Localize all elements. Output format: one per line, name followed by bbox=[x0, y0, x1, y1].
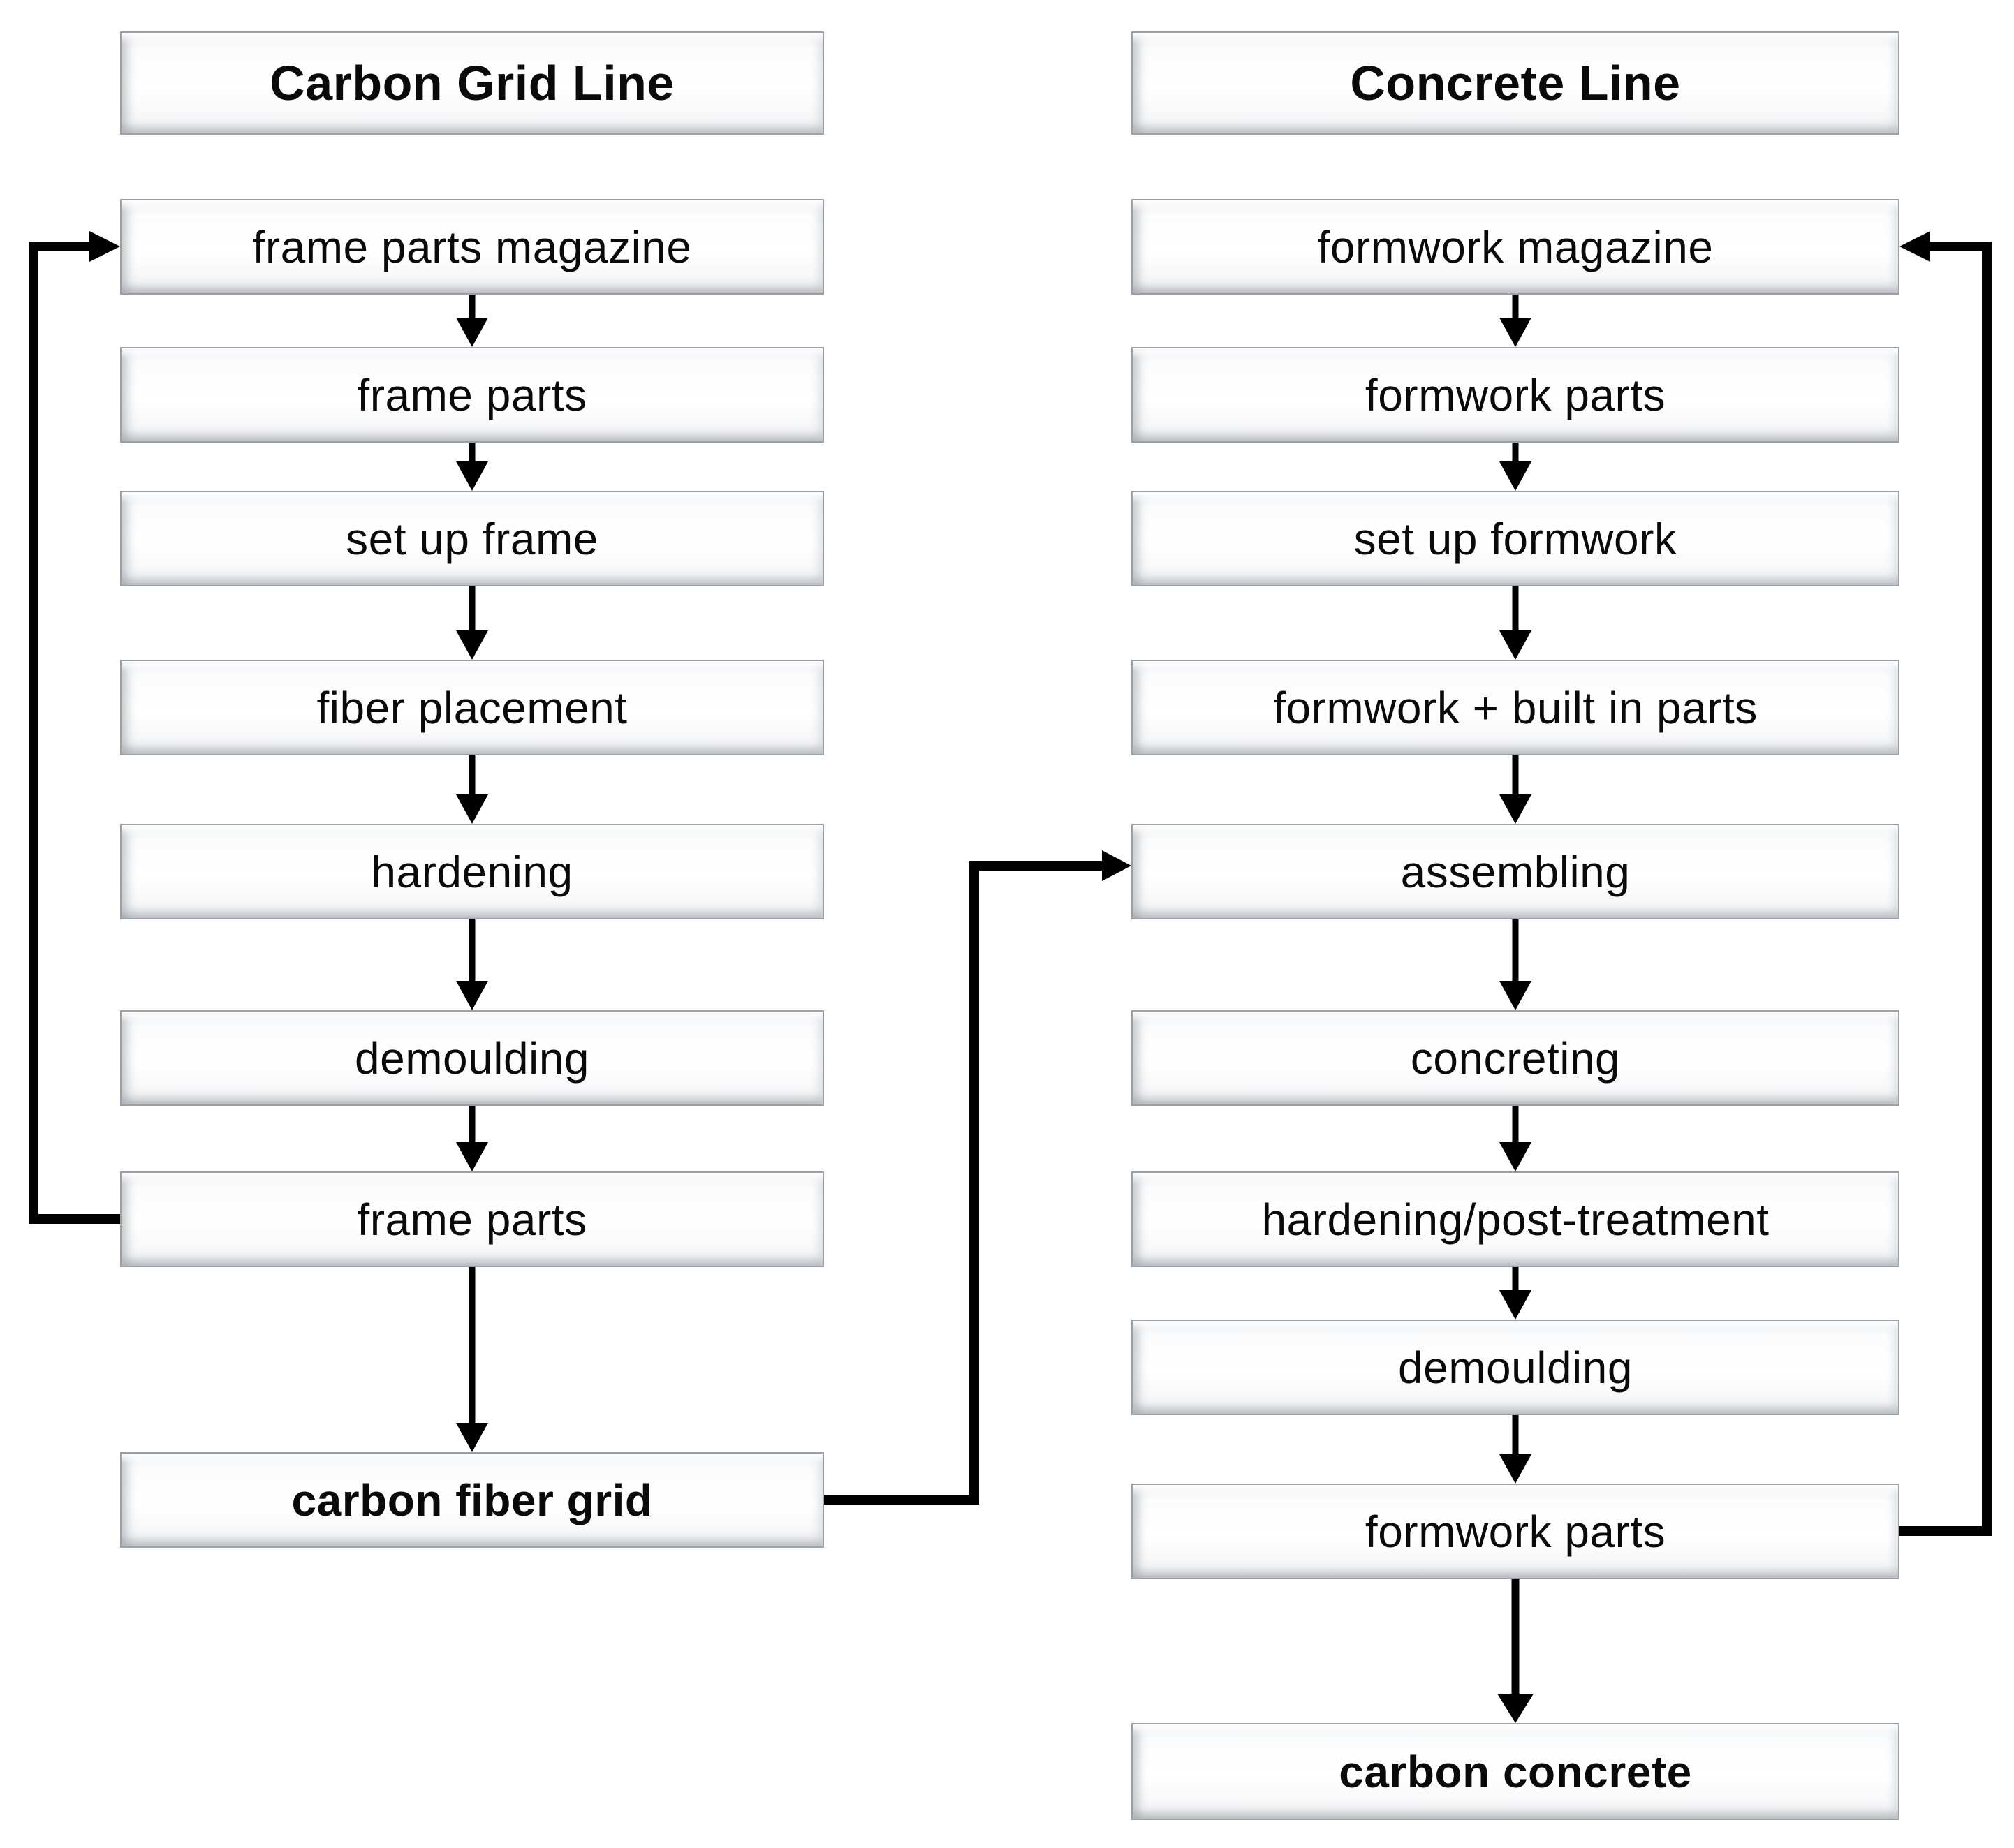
carbon-grid-line-title: Carbon Grid Line bbox=[120, 31, 824, 135]
cross-connector-carbon-fiber-grid-to-assembling bbox=[824, 850, 1131, 1505]
step-frame-parts-magazine: frame parts magazine bbox=[120, 199, 824, 295]
step-set-up-formwork: set up formwork bbox=[1131, 491, 1899, 586]
arrow-down-right-2 bbox=[1499, 443, 1531, 491]
arrow-down-left-3 bbox=[456, 586, 488, 660]
arrow-down-right-4 bbox=[1499, 755, 1531, 824]
step-formwork-built-in-parts: formwork + built in parts bbox=[1131, 660, 1899, 755]
step-frame-parts-in: frame parts bbox=[120, 347, 824, 443]
arrow-down-left-2 bbox=[456, 443, 488, 491]
arrow-down-right-3 bbox=[1499, 586, 1531, 660]
step-formwork-parts-return: formwork parts bbox=[1131, 1484, 1899, 1579]
step-formwork-parts-in: formwork parts bbox=[1131, 347, 1899, 443]
output-carbon-concrete: carbon concrete bbox=[1131, 1723, 1899, 1820]
step-concreting: concreting bbox=[1131, 1010, 1899, 1106]
step-fiber-placement: fiber placement bbox=[120, 660, 824, 755]
arrow-down-left-7-long bbox=[456, 1267, 488, 1452]
output-carbon-fiber-grid: carbon fiber grid bbox=[120, 1452, 824, 1548]
loop-connector-frame-parts bbox=[29, 231, 120, 1224]
arrow-down-right-8 bbox=[1499, 1415, 1531, 1484]
arrow-down-right-9-long bbox=[1497, 1579, 1534, 1723]
arrow-down-right-5 bbox=[1499, 919, 1531, 1010]
step-set-up-frame: set up frame bbox=[120, 491, 824, 586]
step-demoulding: demoulding bbox=[120, 1010, 824, 1106]
arrow-down-left-6 bbox=[456, 1106, 488, 1171]
arrow-down-left-1 bbox=[456, 295, 488, 347]
concrete-line-title: Concrete Line bbox=[1131, 31, 1899, 135]
step-hardening: hardening bbox=[120, 824, 824, 919]
arrow-down-right-7 bbox=[1499, 1267, 1531, 1320]
arrow-down-left-5 bbox=[456, 919, 488, 1010]
step-assembling: assembling bbox=[1131, 824, 1899, 919]
step-frame-parts-return: frame parts bbox=[120, 1171, 824, 1267]
step-demoulding-concrete: demoulding bbox=[1131, 1320, 1899, 1415]
step-hardening-post-treatment: hardening/post-treatment bbox=[1131, 1171, 1899, 1267]
arrow-down-left-4 bbox=[456, 755, 488, 824]
step-formwork-magazine: formwork magazine bbox=[1131, 199, 1899, 295]
loop-connector-formwork-parts bbox=[1899, 231, 1992, 1536]
arrow-down-right-1 bbox=[1499, 295, 1531, 347]
arrow-down-right-6 bbox=[1499, 1106, 1531, 1171]
